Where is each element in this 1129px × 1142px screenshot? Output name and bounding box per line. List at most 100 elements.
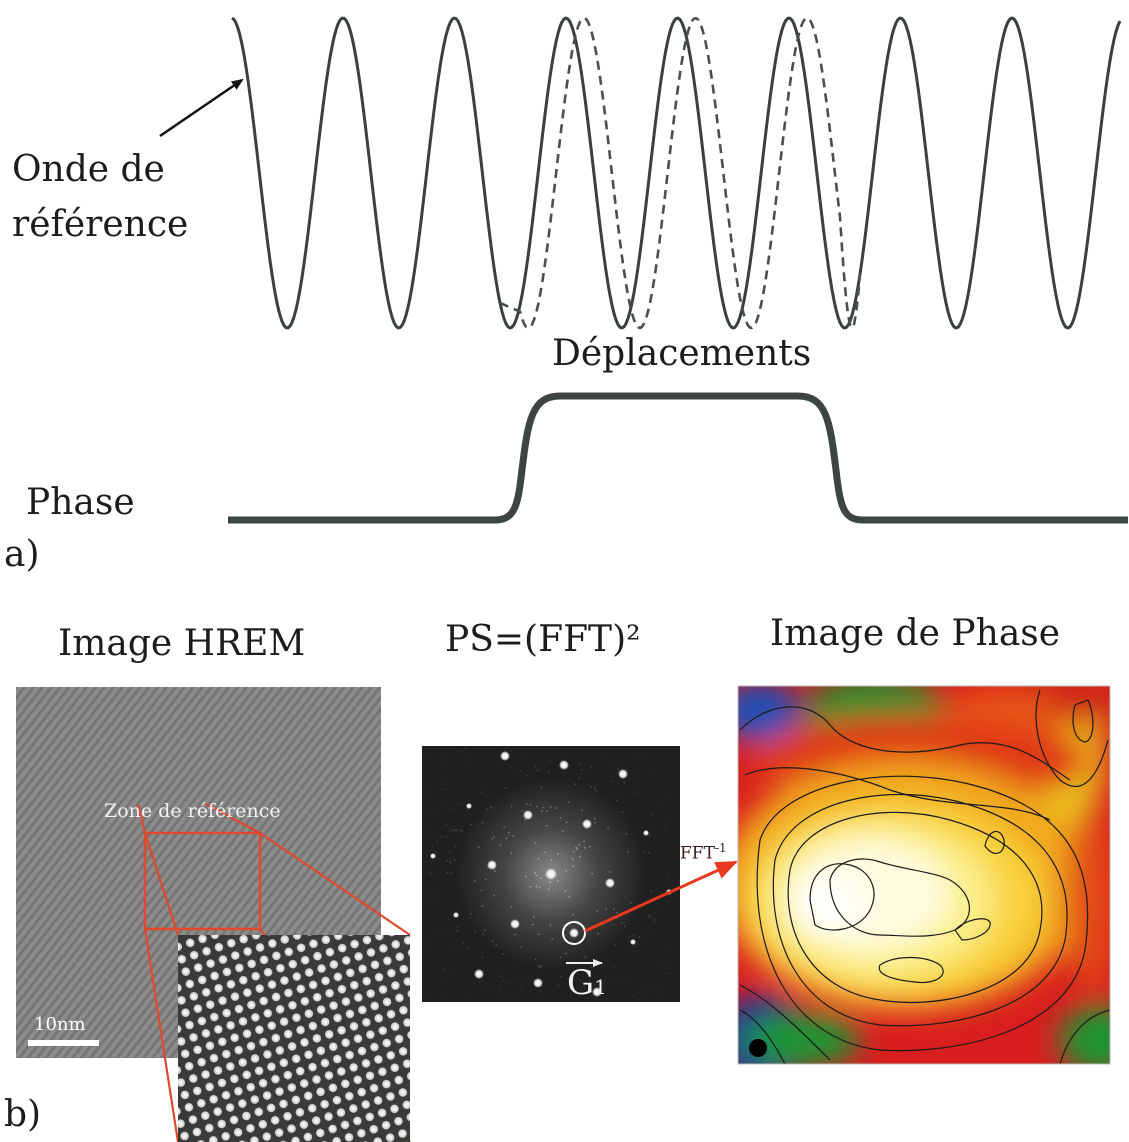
fft-noise-speckle [484, 878, 487, 881]
fft-noise-speckle [537, 933, 540, 936]
fft-noise-speckle [542, 806, 545, 809]
fft-noise-speckle [590, 966, 593, 968]
fft-noise-speckle [493, 836, 495, 838]
fft-noise-speckle [567, 977, 570, 980]
fft-noise-speckle [484, 929, 486, 931]
fft-noise-speckle [630, 901, 632, 904]
fft-noise-speckle [590, 766, 592, 769]
fft-noise-speckle [535, 885, 538, 888]
fft-noise-speckle [580, 772, 583, 774]
fft-noise-speckle [446, 859, 449, 862]
fft-noise-speckle [665, 829, 668, 831]
fft-noise-speckle [650, 890, 652, 893]
fft-noise-speckle [557, 984, 559, 987]
fft-reflection-spot [630, 939, 636, 945]
fft-noise-speckle [435, 851, 437, 853]
fft-noise-speckle [453, 859, 456, 861]
fft-noise-speckle [541, 996, 544, 999]
fft-noise-speckle [464, 747, 467, 750]
fft-noise-speckle [547, 770, 550, 773]
fft-noise-speckle [466, 995, 469, 998]
fft-noise-speckle [454, 829, 456, 831]
fft-noise-speckle [665, 794, 668, 797]
fft-noise-speckle [572, 913, 574, 916]
fft-noise-speckle [424, 837, 427, 840]
fft-noise-speckle [425, 937, 427, 940]
fft-noise-speckle [510, 852, 513, 854]
fft-noise-speckle [513, 933, 516, 936]
fft-noise-speckle [638, 936, 641, 939]
fft-noise-speckle [430, 872, 433, 875]
fft-noise-speckle [450, 872, 453, 874]
g-vector-letter: G [567, 963, 595, 1003]
g-vector-subscript: 1 [594, 975, 607, 999]
fft-noise-speckle [609, 871, 611, 873]
fft-noise-speckle [521, 810, 524, 812]
fft-noise-speckle [451, 829, 454, 832]
fft-noise-speckle [650, 813, 653, 816]
fft-noise-speckle [540, 786, 543, 789]
fft-noise-speckle [641, 991, 643, 993]
fft-noise-speckle [615, 763, 618, 766]
fft-noise-speckle [432, 845, 434, 847]
phase-contours [739, 689, 1110, 1064]
fft-noise-speckle [615, 911, 618, 914]
fft-noise-speckle [439, 836, 442, 839]
phase-label: Phase [26, 482, 135, 523]
fft-noise-speckle [481, 956, 484, 959]
fft-noise-speckle [534, 766, 537, 768]
fft-noise-speckle [614, 980, 617, 982]
fft-reflection-spot [643, 830, 649, 836]
fft-noise-speckle [503, 826, 506, 829]
fft-noise-speckle [445, 836, 448, 838]
fft-noise-speckle [505, 837, 508, 839]
reference-wave-curve [231, 16, 1122, 330]
fft-noise-speckle [627, 850, 629, 853]
fft-noise-speckle [648, 851, 650, 854]
fft-noise-speckle [457, 803, 460, 806]
fft-noise-speckle [462, 941, 464, 944]
phase-step-curve [228, 392, 1128, 524]
fft-noise-speckle [649, 916, 652, 919]
fft-noise-speckle [623, 781, 626, 784]
fft-noise-speckle [430, 898, 433, 901]
fft-noise-speckle [474, 930, 477, 933]
fft-noise-speckle [560, 975, 562, 978]
fft-noise-speckle [647, 914, 650, 917]
fft-noise-speckle [482, 933, 484, 936]
fft-noise-speckle [466, 947, 469, 950]
scale-bar-label: 10nm [34, 1014, 86, 1035]
fft-noise-speckle [548, 760, 551, 762]
fft-noise-speckle [591, 872, 593, 875]
fft-noise-speckle [636, 997, 639, 1000]
fft-noise-speckle [593, 817, 596, 820]
fft-noise-speckle [504, 787, 507, 789]
reference-wave-label-line1: Onde de [12, 149, 165, 190]
fft-noise-speckle [664, 823, 666, 826]
inverse-fft-label: FFT-1 [680, 842, 727, 863]
fft-noise-speckle [490, 988, 493, 990]
reference-wave-label-line2: référence [12, 204, 189, 245]
fft-noise-speckle [510, 906, 513, 908]
fft-noise-speckle [593, 786, 596, 789]
fft-noise-speckle [444, 764, 446, 767]
fft-noise-speckle [557, 853, 559, 856]
fft-noise-speckle [443, 783, 446, 786]
fft-noise-speckle [519, 979, 521, 982]
fft-noise-speckle [532, 923, 534, 926]
fft-noise-speckle [429, 786, 432, 788]
fft-noise-speckle [653, 917, 656, 920]
fft-noise-speckle [494, 870, 496, 872]
fft-noise-speckle [651, 773, 654, 776]
fft-noise-speckle [621, 921, 623, 924]
fft-noise-speckle [623, 977, 625, 980]
fft-noise-speckle [572, 850, 575, 853]
fft-noise-speckle [511, 993, 513, 996]
fft-noise-speckle [562, 830, 564, 833]
fft-noise-speckle [524, 818, 526, 821]
fft-noise-speckle [549, 881, 551, 884]
fft-noise-speckle [583, 840, 585, 843]
inverse-fft-text: FFT [680, 843, 715, 864]
fft-noise-speckle [473, 880, 476, 882]
fft-noise-speckle [633, 995, 636, 997]
